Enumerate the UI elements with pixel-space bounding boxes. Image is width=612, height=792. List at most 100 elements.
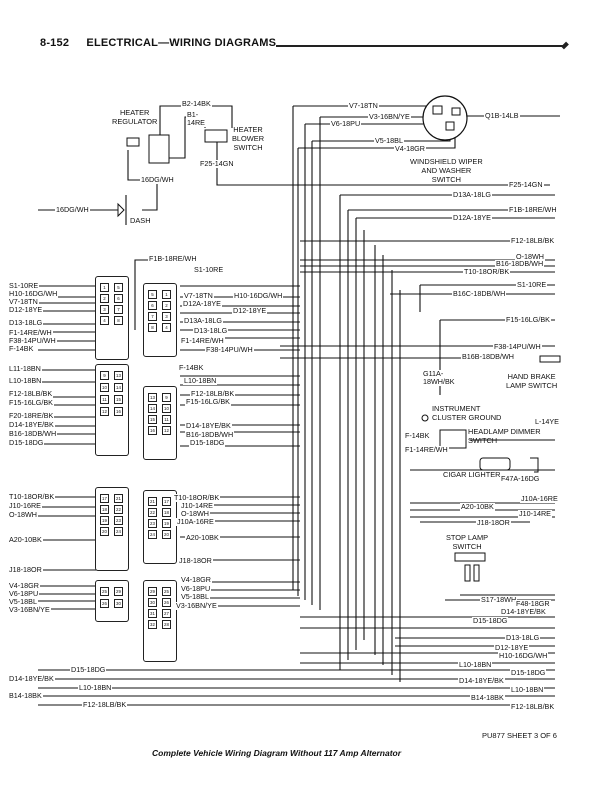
stop-lamp-switch-body (454, 552, 486, 562)
wire-label: J18-18OR (476, 518, 511, 527)
connector-pin: 10 (162, 404, 171, 413)
wire-label: V7-18TN (8, 297, 39, 306)
heater-regulator-label: HEATER REGULATOR (112, 108, 158, 126)
cigar-lighter-label: CIGAR LIGHTER (443, 470, 501, 479)
connector-pin: 29 (148, 587, 157, 596)
windshield-wiper-switch-label: WINDSHIELD WIPER AND WASHER SWITCH (410, 157, 483, 184)
sheet-reference: PU877 SHEET 3 OF 6 (482, 731, 557, 740)
wire-label: B16-18DB/WH (185, 430, 235, 439)
wire-label: F38-14PU/WH (493, 342, 542, 351)
wire-label: F1-14RE/WH (8, 328, 53, 337)
wire-label: D12-18YE (232, 306, 268, 315)
wire-label: L11-18BN (8, 364, 42, 373)
wire-label: 16DG/WH (55, 205, 90, 214)
section-title: ELECTRICAL—WIRING DIAGRAMS (86, 37, 277, 49)
connector-pin: 28 (162, 620, 171, 629)
wire-label: D15-18DG (510, 668, 547, 677)
wire-label: B1- 14RE (186, 110, 206, 127)
wire-label: V6-18PU (8, 589, 40, 598)
connector-pin: 5 (148, 290, 157, 299)
connector-pin: 20 (100, 527, 109, 536)
connector-pin: 12 (162, 426, 171, 435)
wire-label: V3-16BN/YE (8, 605, 51, 614)
wire-label: F-14BK (8, 344, 35, 353)
connector-pin: 6 (114, 294, 123, 303)
wire-label: J10-14RE (180, 501, 214, 510)
headlamp-dimmer-switch-label: HEADLAMP DIMMER SWITCH (468, 427, 541, 445)
connector-pin: 30 (148, 598, 157, 607)
connector-pin: 16 (114, 407, 123, 416)
hand-brake-lamp-switch-label: HAND BRAKE LAMP SWITCH (506, 372, 558, 390)
wire-label: S17-18WH (480, 595, 518, 604)
wire-label: F20-18RE/BK (8, 411, 55, 420)
wire-label: D12A-18YE (182, 299, 222, 308)
wire-label: D12-18YE (494, 643, 530, 652)
wire-label: F-14BK (404, 431, 431, 440)
wire-label: V7-18TN (348, 101, 379, 110)
wire-label: D15-18DG (70, 665, 107, 674)
page-header: 8-152 ELECTRICAL—WIRING DIAGRAMS (40, 37, 276, 49)
wire-label: D14-18YE/BK (8, 674, 55, 683)
wire-label: V4-18GR (180, 575, 212, 584)
wire-label: V7-18TN (183, 291, 214, 300)
connector-pin: 18 (100, 505, 109, 514)
wire-label: D13-18LG (193, 326, 229, 335)
wire-label: L10-18BN (8, 376, 43, 385)
wire-label: H10-16DG/WH (233, 291, 284, 300)
heater-blower-switch-label: HEATER BLOWER SWITCH (232, 125, 265, 152)
connector-pin: 24 (114, 527, 123, 536)
wire-label: B16-18DB/WH (8, 429, 58, 438)
connector-pin: 4 (100, 316, 109, 325)
connector-pin: 25 (162, 587, 171, 596)
wire-label: F12-18LB/BK (190, 389, 236, 398)
wire-label: B2-14BK (181, 99, 212, 108)
wire-label: F48-18GR (515, 599, 551, 608)
connector-pin: 2 (100, 294, 109, 303)
wire-label: V4-18GR (8, 581, 40, 590)
wire-label: D15-18DG (8, 438, 45, 447)
wire-label: V4-18GR (394, 144, 426, 153)
wiper-terminal (451, 107, 461, 116)
wire-label: F38-14PU/WH (205, 345, 254, 354)
wire-label: G11A- 18WH/BK (422, 369, 456, 386)
wire-label: S1-10RE (516, 280, 548, 289)
stop-lamp-terminal (473, 564, 480, 582)
wire-label: V6-18PU (330, 119, 362, 128)
wire-label: D13A-18LG (452, 190, 492, 199)
connector-pin: 10 (100, 383, 109, 392)
wire-label: F12-18LB/BK (510, 236, 556, 245)
connector-pin: 20 (162, 530, 171, 539)
instrument-cluster-ground-label: INSTRUMENT CLUSTER GROUND (432, 404, 502, 422)
wire-label: L-14YE (534, 417, 560, 426)
wire-label: D15-18DG (189, 438, 226, 447)
wire-label: J18-18OR (178, 556, 213, 565)
connector-pin: 21 (148, 497, 157, 506)
connector-pin: 29 (114, 587, 123, 596)
wire-label: H10-16DG/WH (8, 289, 59, 298)
wire-label: A20-10BK (185, 533, 220, 542)
connector-pin: 17 (162, 497, 171, 506)
connector-pin: 11 (100, 395, 109, 404)
wire-label: 16DG/WH (140, 175, 175, 184)
connector-pin: 7 (114, 305, 123, 314)
connector-pin: 11 (162, 415, 171, 424)
connector-pin: 19 (162, 519, 171, 528)
wire-label: F15-16LG/BK (8, 398, 54, 407)
wire-label: F1-14RE/WH (404, 445, 449, 454)
connector-pin: 24 (148, 530, 157, 539)
wire-label: D14-18YE/BK (500, 607, 547, 616)
connector-pin: 16 (148, 426, 157, 435)
wiper-terminal (432, 105, 443, 115)
figure-caption: Complete Vehicle Wiring Diagram Without … (152, 748, 402, 758)
wire-label: O-18WH (8, 510, 38, 519)
wire-label: F-14BK (178, 363, 205, 372)
connector-pin: 22 (114, 505, 123, 514)
connector-pin: 6 (148, 301, 157, 310)
connector-pin: 23 (148, 519, 157, 528)
connector-pin: 12 (100, 407, 109, 416)
connector-pin: 31 (148, 609, 157, 618)
wire-label: V3-16BN/YE (368, 112, 411, 121)
connector-pin: 9 (162, 393, 171, 402)
connector-pin: 15 (148, 415, 157, 424)
wire-f25-14gn (216, 138, 550, 186)
